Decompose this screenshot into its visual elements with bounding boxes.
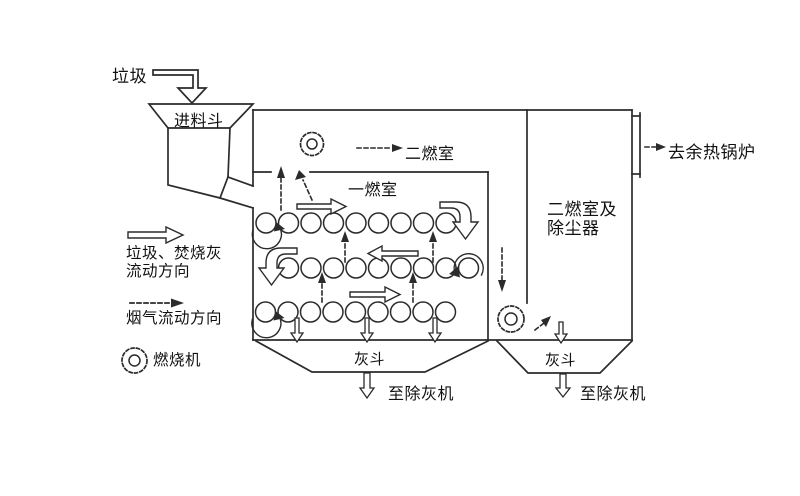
grate-rollers-row1 [255, 212, 457, 234]
grate-roller [345, 257, 367, 279]
legend-solid-flow-label: 垃圾、焚烧灰 流动方向 [126, 245, 222, 281]
down-arrow-icon [427, 317, 443, 344]
grate-roller [367, 212, 390, 234]
secondary-chamber-label: 二燃室 [405, 146, 455, 163]
flow-arrow-right-icon [349, 285, 402, 304]
down-arrow-icon [553, 321, 569, 345]
grate-roller [367, 301, 389, 323]
boiler-outlet-bracket [631, 112, 641, 178]
legend-burner-icon [121, 347, 148, 374]
to-boiler-label: 去余热锅炉 [668, 143, 756, 162]
feed-hopper-label: 进料斗 [174, 113, 224, 130]
flow-arrow-right-icon [296, 197, 348, 216]
grate-roller [254, 301, 277, 323]
ash-hopper-left-label: 灰斗 [354, 351, 386, 368]
ash-hopper-right-label: 灰斗 [545, 352, 577, 369]
flow-curve-down-left-icon [257, 247, 298, 287]
flow-arrow-left-icon [366, 244, 419, 263]
legend-burner-label: 燃烧机 [153, 352, 202, 369]
flow-curve-down-right-icon [439, 201, 480, 241]
flue-arrowhead-icon [656, 143, 666, 151]
grate-roller [412, 257, 435, 279]
primary-chamber-label: 一燃室 [348, 182, 398, 199]
left-ash-hopper-shape [254, 339, 490, 373]
chute-left-line [167, 127, 255, 210]
chute-bend-line [218, 175, 230, 200]
legend-solid-arrow-icon [127, 225, 185, 245]
rotation-arc-icon [251, 316, 282, 339]
ash-drop-arrows [289, 317, 572, 400]
legend-solid-flow-line2: 流动方向 [126, 263, 191, 280]
roller-rotation-arrows [251, 222, 484, 339]
grate-roller [412, 301, 434, 323]
to-ash-remover-right-label: 至除灰机 [580, 386, 647, 403]
legend-symbols [121, 225, 185, 374]
grate-roller [299, 301, 322, 323]
burner-icon [299, 131, 325, 157]
burner-icon-core [504, 312, 518, 326]
down-arrow-icon [359, 317, 375, 344]
grate-roller [344, 301, 367, 323]
rotation-arrowhead-icon [274, 222, 285, 232]
flue-arrowhead-icon [295, 170, 306, 180]
grate-roller [322, 257, 345, 279]
right-ash-hopper-shape [495, 339, 634, 374]
grate-roller [390, 212, 412, 234]
rotation-arc-icon [453, 253, 484, 276]
chute-right-line [227, 127, 255, 188]
grate-roller [434, 301, 457, 323]
to-ash-remover-left-label: 至除灰机 [388, 386, 455, 403]
grate-roller [300, 257, 322, 279]
right-section-label: 二燃室及 除尘器 [547, 200, 617, 238]
flue-gas-arrows [280, 146, 657, 332]
grate-rollers-row3 [254, 301, 457, 323]
flue-arrowhead-icon [277, 166, 285, 178]
flue-arrowhead-icon [409, 272, 417, 283]
right-section-label-line2: 除尘器 [547, 219, 600, 238]
burner-icon [497, 305, 525, 333]
feed-down-arrow-icon [152, 69, 208, 105]
grate-roller [322, 212, 345, 234]
flue-gas-arrowheads [277, 143, 666, 327]
rotation-arrowhead-icon [449, 266, 460, 278]
grate-roller [345, 212, 367, 234]
grate-roller [412, 212, 435, 234]
flue-arrowhead-icon [392, 144, 403, 152]
rotation-arc-icon [251, 227, 283, 250]
flue-arrowhead-icon [318, 272, 326, 283]
right-section-label-line1: 二燃室及 [547, 200, 617, 219]
grate-roller [300, 212, 322, 234]
down-arrow-icon [358, 372, 376, 400]
feed-chute [167, 127, 255, 210]
burner-icons [299, 131, 525, 333]
legend-flue-flow-label: 烟气流动方向 [126, 310, 223, 327]
burner-icon-core [306, 138, 318, 150]
legend-burner-icon-core [128, 354, 141, 367]
waste-label: 垃圾 [112, 67, 147, 86]
ash-flow-arrows [257, 197, 480, 304]
flue-arrow-line [301, 178, 314, 202]
grate-roller [255, 212, 277, 234]
down-arrow-icon [554, 373, 572, 399]
rotation-arrowhead-icon [273, 311, 285, 321]
grate-roller [367, 257, 390, 279]
down-arrow-icon [289, 317, 305, 344]
flue-arrowhead-icon [341, 231, 349, 242]
grate-roller [390, 257, 412, 279]
flue-arrowhead-icon [498, 280, 506, 292]
grate-rollers-row2 [277, 257, 480, 279]
flue-arrow-line [533, 321, 546, 332]
grate-roller [322, 301, 344, 323]
flue-arrowhead-icon [541, 316, 551, 327]
grate-roller [389, 301, 412, 323]
grate-roller [457, 257, 480, 279]
flue-arrowhead-icon [429, 231, 437, 242]
legend-solid-flow-line1: 垃圾、焚烧灰 [126, 245, 223, 262]
legend-dashed-arrowhead-icon [171, 298, 184, 308]
